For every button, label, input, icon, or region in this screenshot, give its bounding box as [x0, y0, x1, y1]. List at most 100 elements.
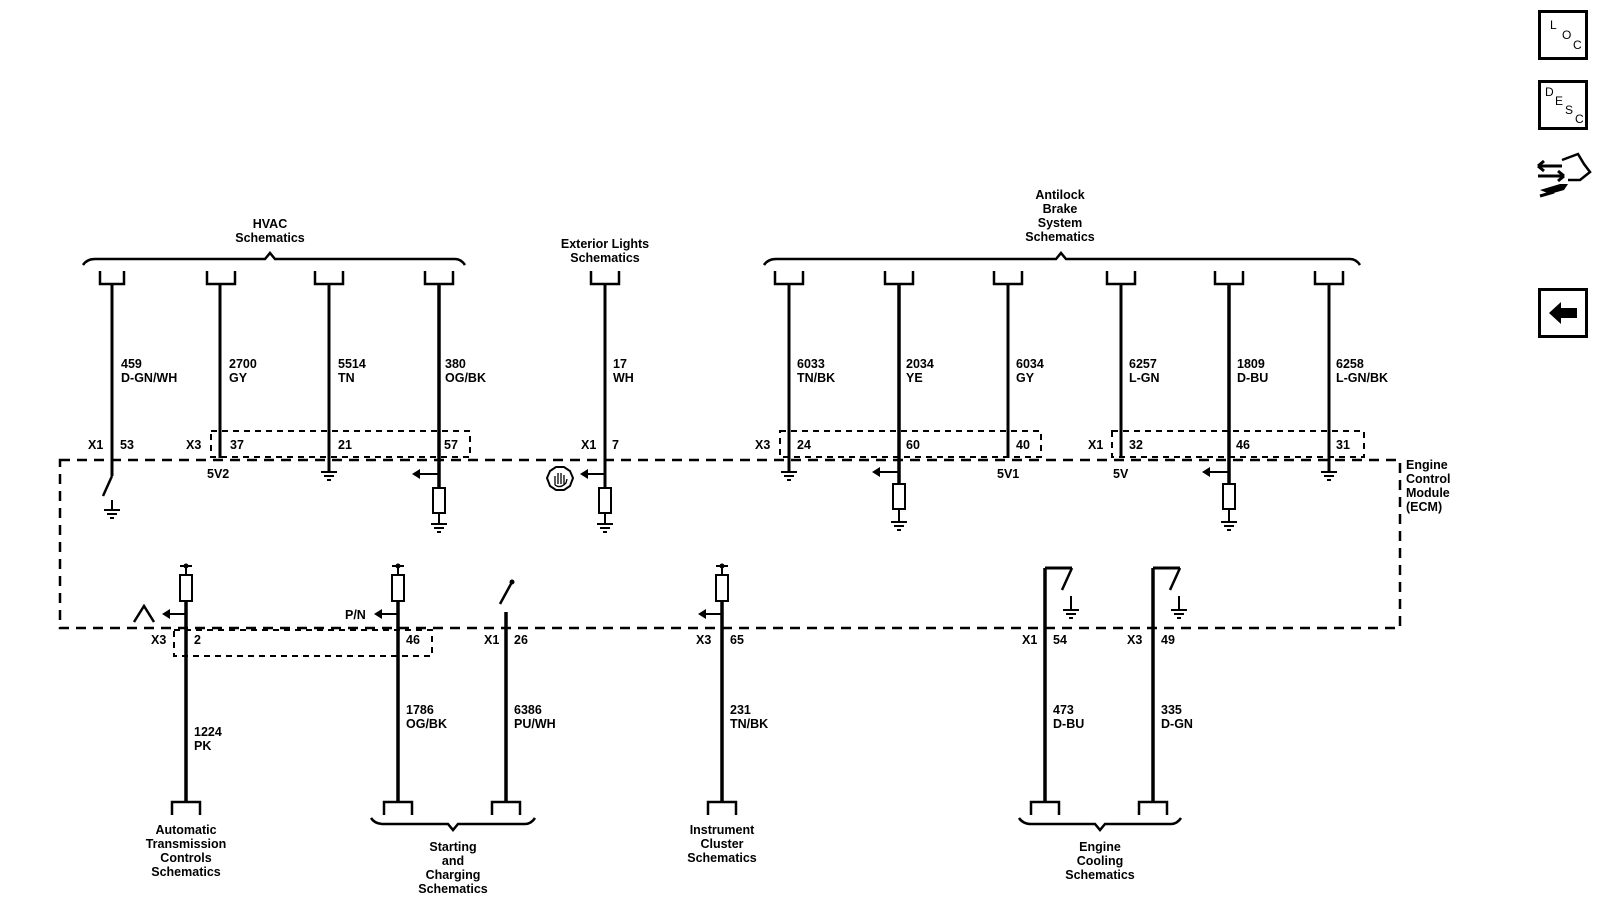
- wire-6033-connector: X3: [755, 438, 770, 452]
- wire-1786-internal: P/N: [345, 608, 366, 622]
- wire-1786-circuit: 1786: [406, 703, 434, 717]
- wire-459: 459 D-GN/WH X1 53: [88, 271, 177, 519]
- back-arrow-icon: [1549, 302, 1577, 324]
- wire-2700-color: GY: [229, 371, 248, 385]
- wire-1224-color: PK: [194, 739, 211, 753]
- wire-1786-color: OG/BK: [406, 717, 447, 731]
- wire-6257: 6257 L-GN X1 32 5V: [1088, 271, 1160, 481]
- wire-473-terminal: [1029, 800, 1061, 815]
- auto-trans-label-line3: Controls: [160, 851, 211, 865]
- wire-2034-arrow-head: [872, 467, 880, 477]
- wire-2034: 2034 YE 60: [872, 271, 934, 531]
- wire-5514-circuit: 5514: [338, 357, 366, 371]
- wire-6258: 6258 L-GN/BK 31: [1313, 271, 1388, 481]
- wire-2700-connector: X3: [186, 438, 201, 452]
- wire-459-terminal: [98, 271, 126, 286]
- wire-459-color: D-GN/WH: [121, 371, 177, 385]
- wire-2700-pin: 37: [230, 438, 244, 452]
- wire-17-pin: 7: [612, 438, 619, 452]
- starting-charging-schematics-link[interactable]: Starting and Charging Schematics: [418, 840, 488, 896]
- pwm-signal-icon: [132, 603, 156, 623]
- wire-2034-color: YE: [906, 371, 923, 385]
- exterior-lights-schematics-link[interactable]: Exterior Lights Schematics: [561, 237, 649, 265]
- ground-symbol: [1321, 471, 1337, 481]
- engine-cooling-label-line3: Schematics: [1065, 868, 1135, 882]
- wire-335-connector: X3: [1127, 633, 1142, 647]
- wire-6034-circuit: 6034: [1016, 357, 1044, 371]
- wire-5514: 5514 TN 21: [313, 271, 366, 481]
- wire-335: 335 D-GN X3 49: [1127, 566, 1193, 815]
- wire-6033-terminal: [773, 271, 805, 286]
- engine-cooling-schematics-link[interactable]: Engine Cooling Schematics: [1065, 840, 1135, 882]
- wire-1809-circuit: 1809: [1237, 357, 1265, 371]
- wire-1809-terminal: [1213, 271, 1245, 286]
- wire-1786-terminal: [382, 800, 414, 815]
- wire-17-circuit: 17: [613, 357, 627, 371]
- wire-380-circuit: 380: [445, 357, 466, 371]
- automatic-transmission-schematics-link[interactable]: Automatic Transmission Controls Schemati…: [146, 823, 227, 879]
- ecm-label-line1: Engine: [1406, 458, 1448, 472]
- wire-231-terminal: [706, 800, 738, 815]
- wire-2700-internal: 5V2: [207, 467, 229, 481]
- hvac-brace: [81, 251, 467, 266]
- ground-symbol: [1063, 596, 1079, 619]
- starting-charging-label-line3: Charging: [426, 868, 481, 882]
- wire-473: 473 D-BU X1 54: [1022, 566, 1084, 815]
- wire-5514-pin: 21: [338, 438, 352, 452]
- wire-6257-pin: 32: [1129, 438, 1143, 452]
- wire-231-arrow-head: [698, 609, 706, 619]
- ground-symbol: [321, 471, 337, 481]
- wire-231-pin: 65: [730, 633, 744, 647]
- hvac-label-line2: Schematics: [235, 231, 305, 245]
- wire-6258-color: L-GN/BK: [1336, 371, 1388, 385]
- wire-1786: P/N 1786 OG/BK 46: [345, 563, 447, 815]
- wire-6386-circuit: 6386: [514, 703, 542, 717]
- wire-335-pin: 49: [1161, 633, 1175, 647]
- instrument-cluster-label-line1: Instrument: [690, 823, 755, 837]
- wire-17-terminal: [589, 271, 621, 286]
- wire-380: 380 OG/BK 57: [412, 271, 486, 533]
- desc-letter-e: E: [1555, 94, 1564, 108]
- wire-459-pin: 53: [120, 438, 134, 452]
- desc-letter-s: S: [1565, 103, 1574, 117]
- wire-6034-color: GY: [1016, 371, 1035, 385]
- description-button[interactable]: D E S C: [1538, 80, 1588, 130]
- wire-473-pin: 54: [1053, 633, 1067, 647]
- wire-473-color: D-BU: [1053, 717, 1084, 731]
- wire-6257-circuit: 6257: [1129, 357, 1157, 371]
- abs-brace: [762, 251, 1362, 266]
- wire-6386-color: PU/WH: [514, 717, 556, 731]
- component-location-button[interactable]: L O C: [1538, 10, 1588, 60]
- wire-6034: 6034 GY 40 5V1: [992, 271, 1044, 481]
- engine-cooling-brace: [1017, 817, 1183, 832]
- wire-6257-internal: 5V: [1113, 467, 1129, 481]
- wire-231-circuit: 231: [730, 703, 751, 717]
- instrument-cluster-label-line3: Schematics: [687, 851, 757, 865]
- x3-connector-group-bottom: [173, 629, 433, 657]
- wire-231-resistor: [715, 574, 729, 602]
- wire-6257-color: L-GN: [1129, 371, 1160, 385]
- wire-231: 231 TN/BK X3 65: [696, 563, 768, 815]
- wire-335-color: D-GN: [1161, 717, 1193, 731]
- wire-1224-circuit: 1224: [194, 725, 222, 739]
- instrument-cluster-schematics-link[interactable]: Instrument Cluster Schematics: [687, 823, 757, 865]
- wire-1786-arrow-head: [374, 609, 382, 619]
- ground-symbol: [597, 523, 613, 533]
- wire-231-color: TN/BK: [730, 717, 768, 731]
- abs-label-line2: Brake: [1043, 202, 1078, 216]
- wire-473-connector: X1: [1022, 633, 1037, 647]
- wire-1224-arrow-head: [162, 609, 170, 619]
- wire-459-connector: X1: [88, 438, 103, 452]
- ecm-label: Engine Control Module (ECM): [1406, 458, 1450, 514]
- hvac-schematics-link[interactable]: HVAC Schematics: [235, 217, 305, 245]
- wire-2034-terminal: [883, 271, 915, 286]
- abs-schematics-link[interactable]: Antilock Brake System Schematics: [1025, 188, 1095, 244]
- connector-end-view-icon[interactable]: [1534, 150, 1594, 206]
- starting-charging-label-line4: Schematics: [418, 882, 488, 896]
- desc-letter-c: C: [1575, 112, 1584, 126]
- wire-380-resistor: [432, 487, 446, 514]
- x1-connector-group-top-right: [1111, 430, 1365, 458]
- back-button[interactable]: [1538, 288, 1588, 338]
- auto-trans-label-line4: Schematics: [151, 865, 221, 879]
